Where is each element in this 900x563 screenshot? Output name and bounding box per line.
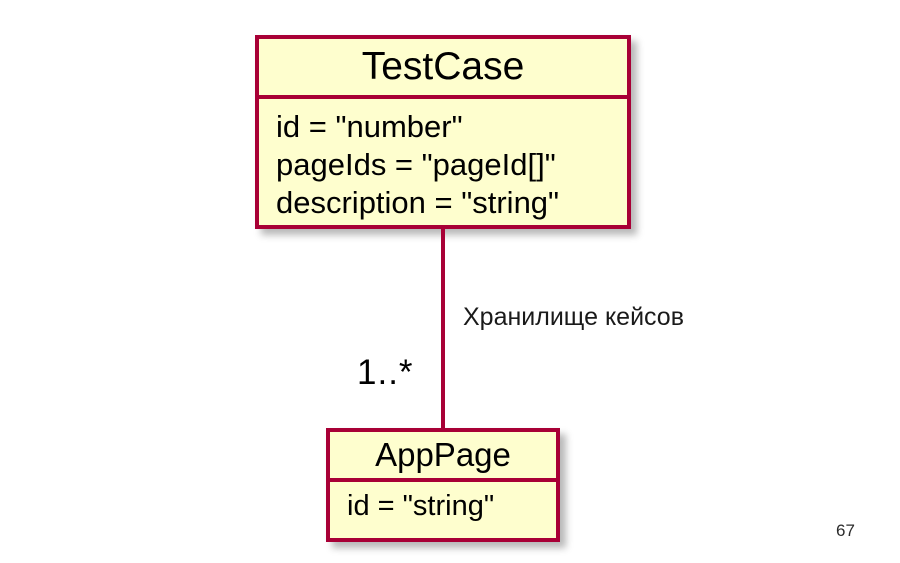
uml-class-testcase-attributes: id = "number" pageIds = "pageId[]" descr… (259, 99, 627, 222)
uml-attribute: id = "number" (276, 109, 463, 144)
uml-attribute: pageIds = "pageId[]" (276, 147, 556, 182)
uml-class-testcase-divider (259, 95, 627, 99)
uml-attribute: id = "string" (347, 490, 495, 522)
uml-class-testcase-title: TestCase (361, 45, 525, 88)
association-label: Хранилище кейсов (463, 303, 684, 331)
uml-class-apppage[interactable]: AppPage id = "string" (326, 428, 560, 542)
slide-number: 67 (836, 521, 855, 540)
association-connector-line (441, 228, 445, 429)
uml-class-apppage-attributes: id = "string" (330, 482, 556, 524)
association-multiplicity: 1..* (357, 353, 414, 392)
uml-class-testcase[interactable]: TestCase id = "number" pageIds = "pageId… (255, 35, 631, 229)
uml-attribute: description = "string" (276, 185, 560, 220)
uml-class-apppage-title: AppPage (375, 436, 511, 473)
uml-class-apppage-divider (330, 478, 556, 482)
